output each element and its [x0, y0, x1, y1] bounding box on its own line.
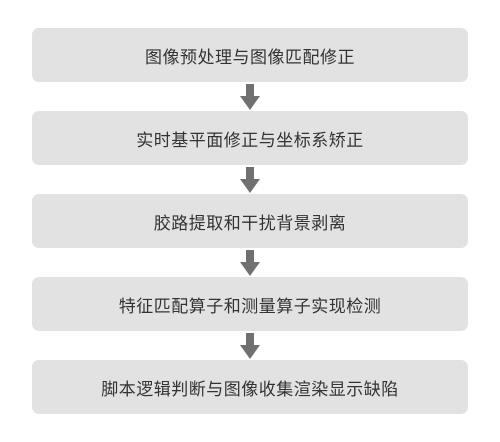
flow-step-label: 胶路提取和干扰背景剥离 — [153, 213, 347, 234]
arrow-down-icon — [240, 84, 260, 110]
flow-step-label: 实时基平面修正与坐标系矫正 — [136, 130, 364, 151]
flow-step-script-logic-defect-display: 脚本逻辑判断与图像收集渲染显示缺陷 — [32, 360, 468, 414]
flow-step-glue-extraction: 胶路提取和干扰背景剥离 — [32, 194, 468, 248]
arrow-down-icon — [240, 333, 260, 359]
flow-step-label: 脚本逻辑判断与图像收集渲染显示缺陷 — [101, 379, 399, 400]
arrow-down-icon — [240, 250, 260, 276]
flow-step-image-preprocessing: 图像预处理与图像匹配修正 — [32, 28, 468, 82]
flow-step-base-plane-correction: 实时基平面修正与坐标系矫正 — [32, 111, 468, 165]
flow-step-label: 特征匹配算子和测量算子实现检测 — [118, 296, 382, 317]
flow-step-label: 图像预处理与图像匹配修正 — [145, 47, 355, 68]
arrow-down-icon — [240, 167, 260, 193]
flow-step-feature-matching-detection: 特征匹配算子和测量算子实现检测 — [32, 277, 468, 331]
